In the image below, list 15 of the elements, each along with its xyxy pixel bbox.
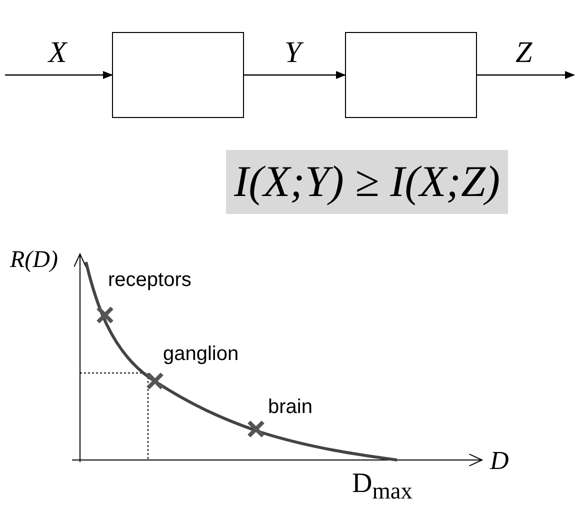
block-box (345, 32, 477, 118)
edge-label: Z (516, 38, 532, 68)
axis-label: R(D) (10, 248, 58, 272)
point-label: brain (268, 397, 312, 417)
arrow (244, 71, 346, 79)
point-label: receptors (108, 270, 192, 290)
axis-label: D$_{max}$ (352, 470, 412, 504)
edge-label: Y (284, 38, 302, 68)
arrow (477, 71, 575, 79)
block-box (112, 32, 244, 118)
axis-label: D (490, 448, 509, 474)
point-label: ganglion (163, 344, 239, 364)
arrow (5, 71, 113, 79)
formula: I(X;Y) ≥ I(X;Z) (226, 150, 508, 214)
edge-label: X (48, 38, 67, 68)
